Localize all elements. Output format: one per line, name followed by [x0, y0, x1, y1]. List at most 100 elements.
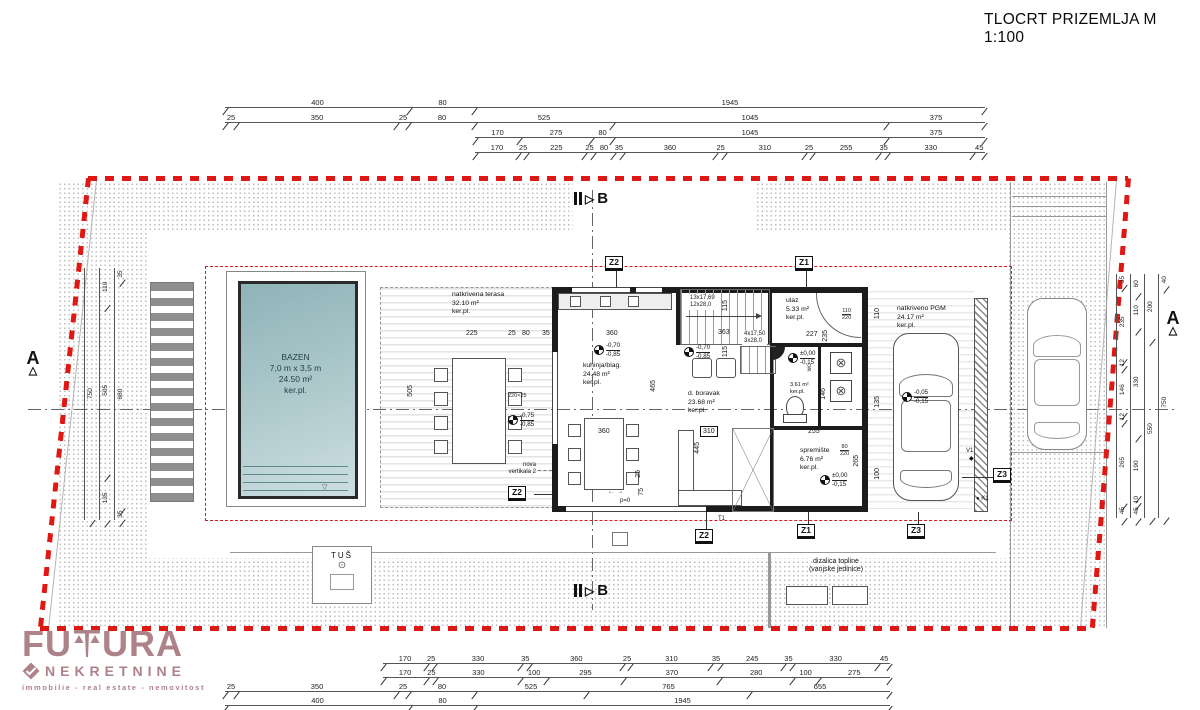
room-area: 24.17 m² — [897, 313, 924, 321]
dim-segment: 360 — [530, 654, 623, 663]
dim-segment: 25 — [426, 654, 436, 663]
retaining-wall-line — [230, 552, 996, 553]
dim-label: 35 — [542, 330, 550, 337]
room-area: 32.10 m² — [452, 299, 479, 307]
pool-name: BAZEN — [281, 352, 310, 362]
dim-segment: 80 — [592, 128, 613, 137]
dim-segment: 295 — [547, 668, 624, 677]
marker-v1: V1 — [966, 448, 974, 454]
dim-label: 363 — [718, 329, 730, 336]
dim-segment: 225 — [527, 143, 585, 152]
driveway-edge-left — [1010, 182, 1011, 628]
dim-segment: 10 — [1133, 496, 1140, 504]
level-lower: -0,15 — [800, 358, 815, 366]
dim-segment: 1045 — [613, 128, 887, 137]
level-marker-terasa: -0,75-0,85 — [508, 412, 535, 428]
window — [636, 287, 662, 293]
dim-segment: 350 — [237, 113, 397, 122]
p0-label: p=0 — [620, 498, 631, 504]
car-roof — [901, 400, 951, 453]
dim-label: 445 — [694, 442, 701, 454]
dim-segment: 1045 — [613, 113, 887, 122]
marker-z1: Z1 — [797, 524, 815, 539]
level-icon — [902, 392, 912, 402]
dim-segment: 330 — [1131, 329, 1142, 435]
dim-segment: 80 — [410, 696, 475, 705]
dim-segment: 550 — [1145, 339, 1156, 518]
logo-wordmark: FU URA — [22, 626, 205, 662]
chair — [568, 472, 581, 485]
drain-box — [612, 532, 628, 546]
level-upper: -0,05 — [914, 389, 929, 398]
chair — [626, 424, 639, 437]
dim-segment: 200 — [1145, 274, 1156, 339]
dim-label: 146 — [820, 388, 827, 400]
window — [572, 287, 630, 293]
dim-segment: 655 — [750, 682, 890, 691]
opening-size-label: 80 220 — [840, 444, 850, 457]
chair — [568, 424, 581, 437]
dim-segment: 25 — [716, 143, 725, 152]
dim-segment: 25 — [622, 654, 632, 663]
section-triangle-icon: △ — [1168, 325, 1178, 337]
room-floor: ker.pl. — [800, 464, 819, 471]
car-roof — [1034, 359, 1080, 406]
opening-width: 110 — [842, 308, 852, 315]
opening-height: 220 — [842, 315, 852, 321]
room-label-kuhinja: kuhinja/blag. 24.48 m² ker.pl. — [583, 362, 621, 388]
leader-line — [706, 512, 707, 530]
driveway-step — [1012, 206, 1106, 207]
level-marker-ulaz: ±0,00-0,15 — [788, 350, 816, 366]
dim-chain-left-3: 750 — [84, 268, 96, 520]
room-name: ulaz — [786, 297, 799, 304]
room-area: 6.76 m² — [800, 455, 824, 463]
armchair — [692, 358, 712, 378]
dim-segment: 330 — [793, 654, 878, 663]
dim-segment: 265 — [1117, 420, 1128, 504]
dim-segment: 525 — [475, 682, 587, 691]
dim-label: 75 — [638, 488, 645, 496]
section-marker-b-top: ▷ B — [574, 190, 608, 207]
dim-segment: 330 — [436, 668, 522, 677]
dim-segment: 80 — [409, 682, 475, 691]
marker-z2: Z2 — [605, 256, 623, 271]
stair-run: 12x28,0 — [690, 302, 712, 308]
heatpump-line2: (vanjske jedinice) — [808, 566, 864, 573]
room-label-wc: 3.61 m² ker.pl. — [790, 382, 809, 395]
kitchen-counter — [558, 293, 672, 310]
level-upper: ±0,00 — [832, 472, 848, 481]
dim-segment: 245 — [721, 654, 784, 663]
dim-segment: 100 — [793, 668, 819, 677]
car-carport — [893, 333, 959, 501]
house-check-icon — [22, 662, 40, 680]
dim-segment: 170 — [475, 143, 519, 152]
shower-base — [330, 574, 354, 590]
level-lower: -0,15 — [832, 480, 847, 488]
leader-line — [616, 270, 617, 288]
dim-segment: 12 — [1119, 412, 1126, 420]
armchair — [716, 358, 736, 378]
room-floor: ker.pl. — [790, 388, 805, 395]
entry-walkway — [573, 183, 757, 233]
dim-segment: 80 — [409, 113, 475, 122]
dryer-icon: ⊗ — [830, 380, 852, 402]
level-marker-pgm: -0,05-0,15 — [902, 389, 929, 405]
dim-segment: 80 — [410, 98, 475, 107]
wall-east — [862, 287, 868, 512]
dim-segment: 25 — [585, 143, 594, 152]
marker-v1-icon: ◆ — [969, 456, 974, 462]
dim-label: 115 — [722, 346, 729, 358]
kitchen-appliance — [628, 296, 639, 307]
chair — [568, 448, 581, 461]
chair — [626, 472, 639, 485]
dim-segment: 275 — [520, 128, 592, 137]
slope-arrows-icon: ← → — [608, 489, 624, 495]
dim-segment: 170 — [383, 668, 427, 677]
section-line-b — [592, 190, 593, 610]
dim-label: 225 — [466, 330, 478, 337]
